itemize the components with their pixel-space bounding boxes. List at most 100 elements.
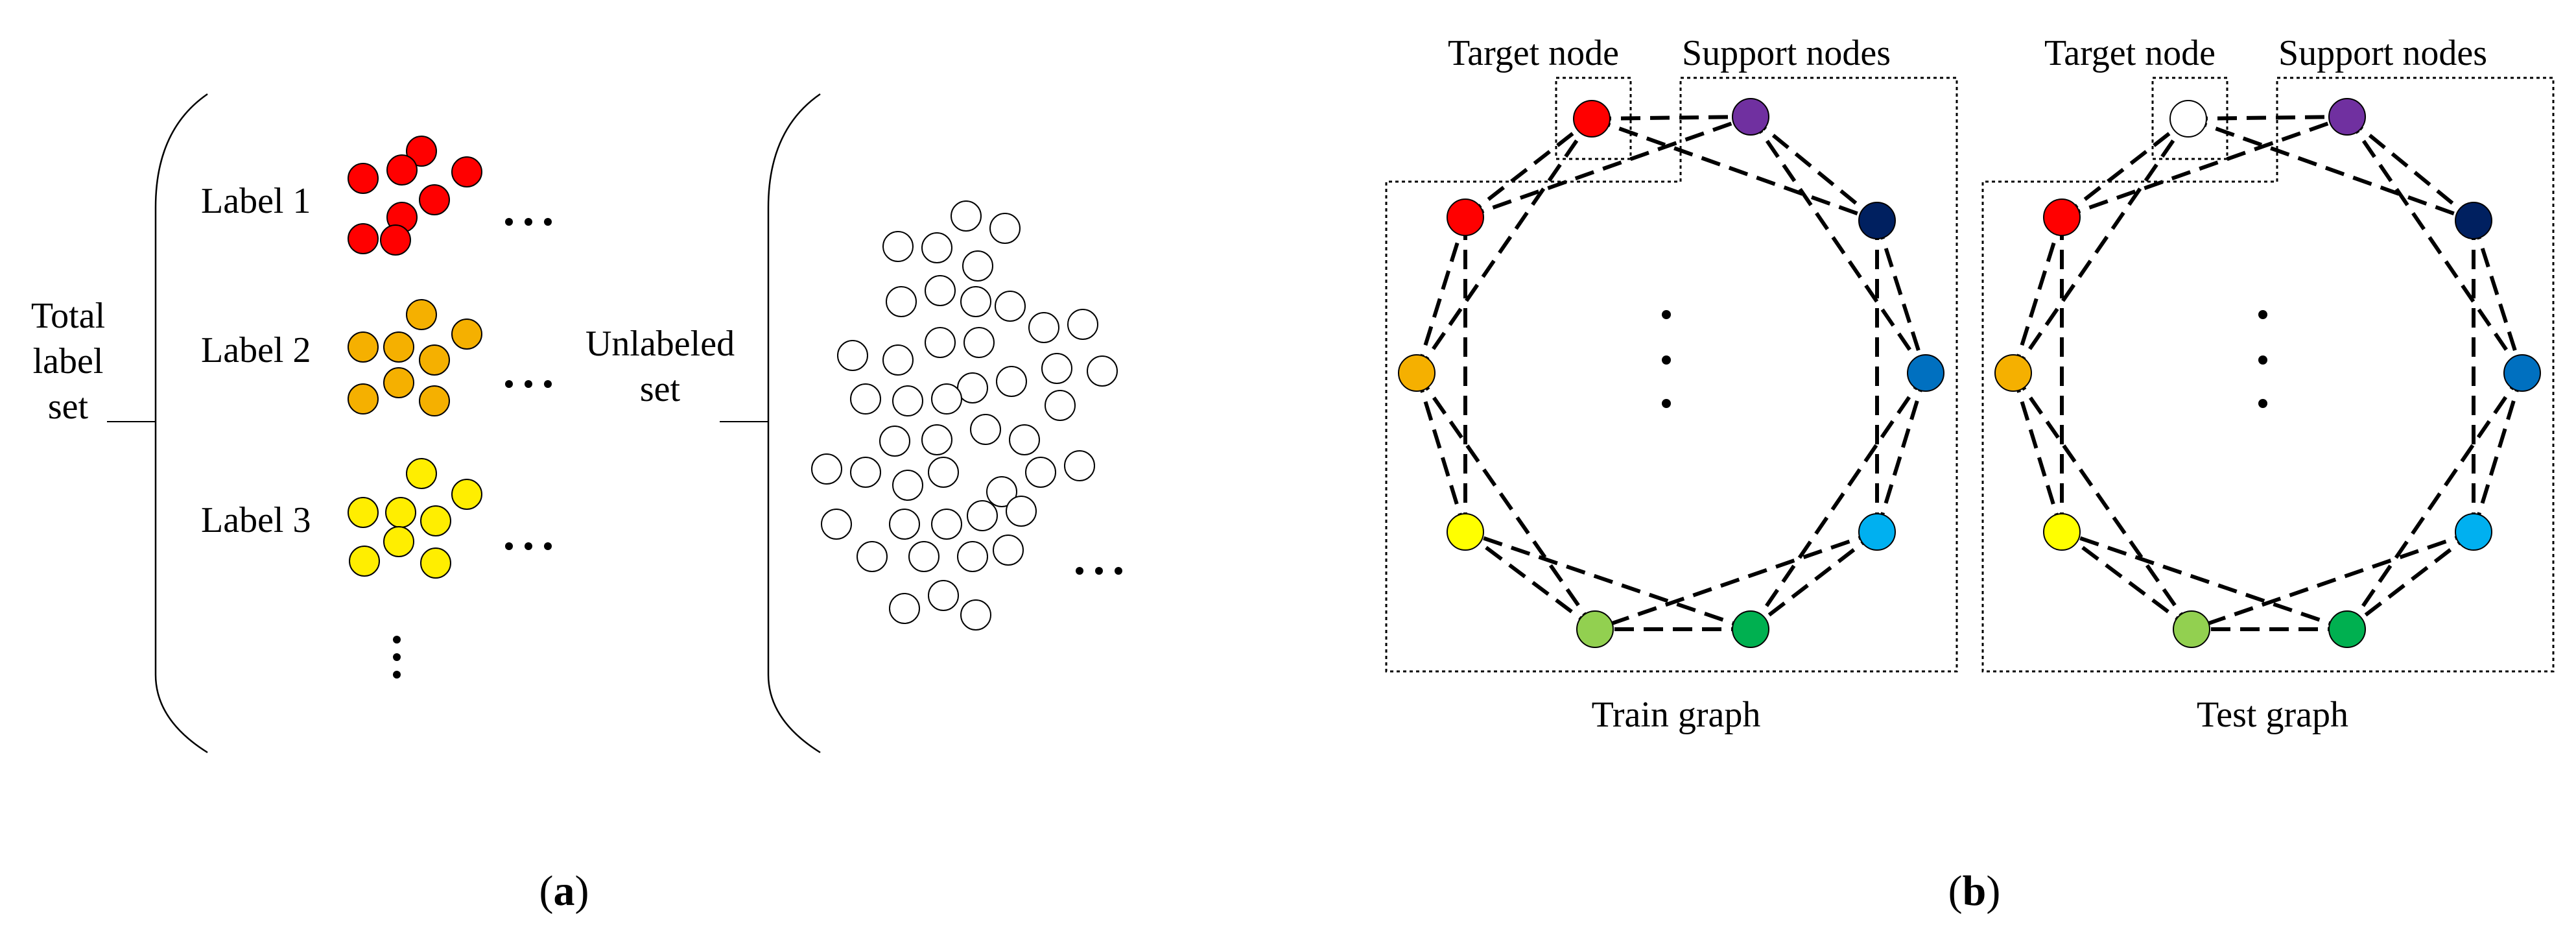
target-node — [1573, 100, 1611, 138]
unlabeled-node — [892, 470, 923, 501]
graph-edge — [1415, 372, 1467, 533]
graph-edge — [2345, 115, 2524, 374]
label-3-node — [385, 497, 416, 528]
unlabeled-node — [1045, 390, 1076, 421]
graph-edge — [1591, 115, 1751, 121]
unlabeled-node — [882, 344, 914, 376]
graph-edge — [1465, 115, 1751, 219]
unlabeled-node — [1028, 312, 1059, 343]
label-2-node — [348, 331, 379, 363]
unlabeled-set-line-2: set — [640, 369, 681, 409]
total-label-brace — [154, 93, 208, 754]
graph-edge — [1875, 372, 1928, 533]
label-1-node — [380, 224, 411, 256]
caption-a: (a) — [539, 867, 589, 915]
ellipsis-more-labels — [393, 636, 401, 679]
test-graph-nodes — [1994, 98, 2541, 648]
label-3-node — [451, 479, 482, 510]
label-1-node — [348, 223, 379, 254]
graph-edge — [2011, 372, 2064, 533]
support-node — [1858, 513, 1896, 551]
test-graph: Target node Support nodes Test graph — [1981, 33, 2555, 735]
graph-edge — [1464, 530, 1596, 631]
graph-edge — [2472, 372, 2524, 533]
unlabeled-node — [889, 509, 920, 540]
support-node — [2328, 98, 2366, 136]
label-2-text: Label 2 — [201, 330, 311, 370]
unlabeled-node — [931, 509, 962, 540]
support-node — [1398, 354, 1436, 392]
label-2-node — [419, 344, 450, 376]
unlabeled-node — [837, 340, 868, 371]
graph-edge — [1415, 372, 1597, 631]
unlabeled-node — [928, 580, 959, 611]
label-1-node — [406, 136, 437, 167]
support-node — [1732, 98, 1769, 136]
support-node — [2043, 198, 2081, 236]
label-3-node — [406, 458, 437, 489]
support-node — [2455, 513, 2492, 551]
graph-edge — [2011, 217, 2064, 374]
graph-edge — [1749, 115, 1878, 222]
train-target-node-title: Target node — [1448, 33, 1619, 73]
support-node — [1994, 354, 2032, 392]
ellipsis-label-3 — [505, 542, 552, 550]
graph-edge — [2011, 117, 2190, 374]
graph-edge — [2061, 530, 2348, 631]
graph-edge — [1594, 530, 1878, 631]
target-node — [2169, 100, 2207, 138]
train-graph-nodes — [1398, 98, 1944, 648]
test-graph-caption: Test graph — [2197, 695, 2348, 735]
support-node — [2328, 610, 2366, 648]
support-node — [1576, 610, 1614, 648]
label-3-node — [420, 505, 451, 536]
unlabeled-node — [882, 231, 914, 262]
graph-edge — [2011, 372, 2193, 631]
unlabeled-node — [1087, 355, 1118, 387]
train-graph: Target node Support nodes Train graph — [1385, 33, 1958, 735]
graph-edge — [1464, 117, 1593, 219]
caption-a-letter: a — [554, 867, 575, 915]
unlabeled-node — [925, 275, 956, 306]
unlabeled-node — [1006, 496, 1037, 527]
unlabeled-node — [931, 383, 962, 415]
total-label-line-1: Total — [31, 296, 105, 336]
graph-edge — [1415, 217, 1467, 374]
caption-b-letter: b — [1963, 867, 1987, 915]
graph-edge — [1875, 220, 1928, 374]
unlabeled-node — [970, 414, 1001, 445]
unlabeled-brace — [767, 93, 821, 754]
graph-edge — [1415, 117, 1594, 374]
label-2-node — [348, 383, 379, 415]
unlabeled-node — [889, 593, 920, 624]
label-2-node — [383, 331, 414, 363]
support-node — [1907, 354, 1944, 392]
label-3-text: Label 3 — [201, 500, 311, 540]
support-node — [1447, 513, 1484, 551]
caption-b-open: ( — [1948, 867, 1963, 915]
unlabeled-node — [957, 541, 988, 572]
caption-b: (b) — [1948, 867, 2001, 915]
test-target-node-title: Target node — [2044, 33, 2216, 73]
test-support-nodes-title: Support nodes — [2278, 33, 2487, 73]
unlabeled-node — [908, 541, 939, 572]
unlabeled-node — [986, 476, 1017, 507]
unlabeled-node — [1025, 457, 1056, 488]
unlabeled-node — [850, 457, 881, 488]
unlabeled-node — [857, 541, 888, 572]
unlabeled-cluster — [811, 200, 1118, 631]
graph-edge — [2345, 372, 2524, 631]
test-support-box — [1981, 77, 2555, 673]
label-1-node — [386, 154, 418, 186]
label-clusters — [348, 136, 482, 579]
unlabeled-node — [821, 509, 852, 540]
label-1-node — [419, 184, 450, 215]
unlabeled-node — [850, 383, 881, 415]
support-node — [2503, 354, 2541, 392]
ellipsis-label-2 — [505, 380, 552, 388]
ellipsis-unlabeled — [1076, 567, 1122, 575]
unlabeled-node — [879, 426, 910, 457]
train-support-box — [1385, 77, 1958, 673]
panel-b: Target node Support nodes Train graph Ta… — [1385, 33, 2555, 915]
